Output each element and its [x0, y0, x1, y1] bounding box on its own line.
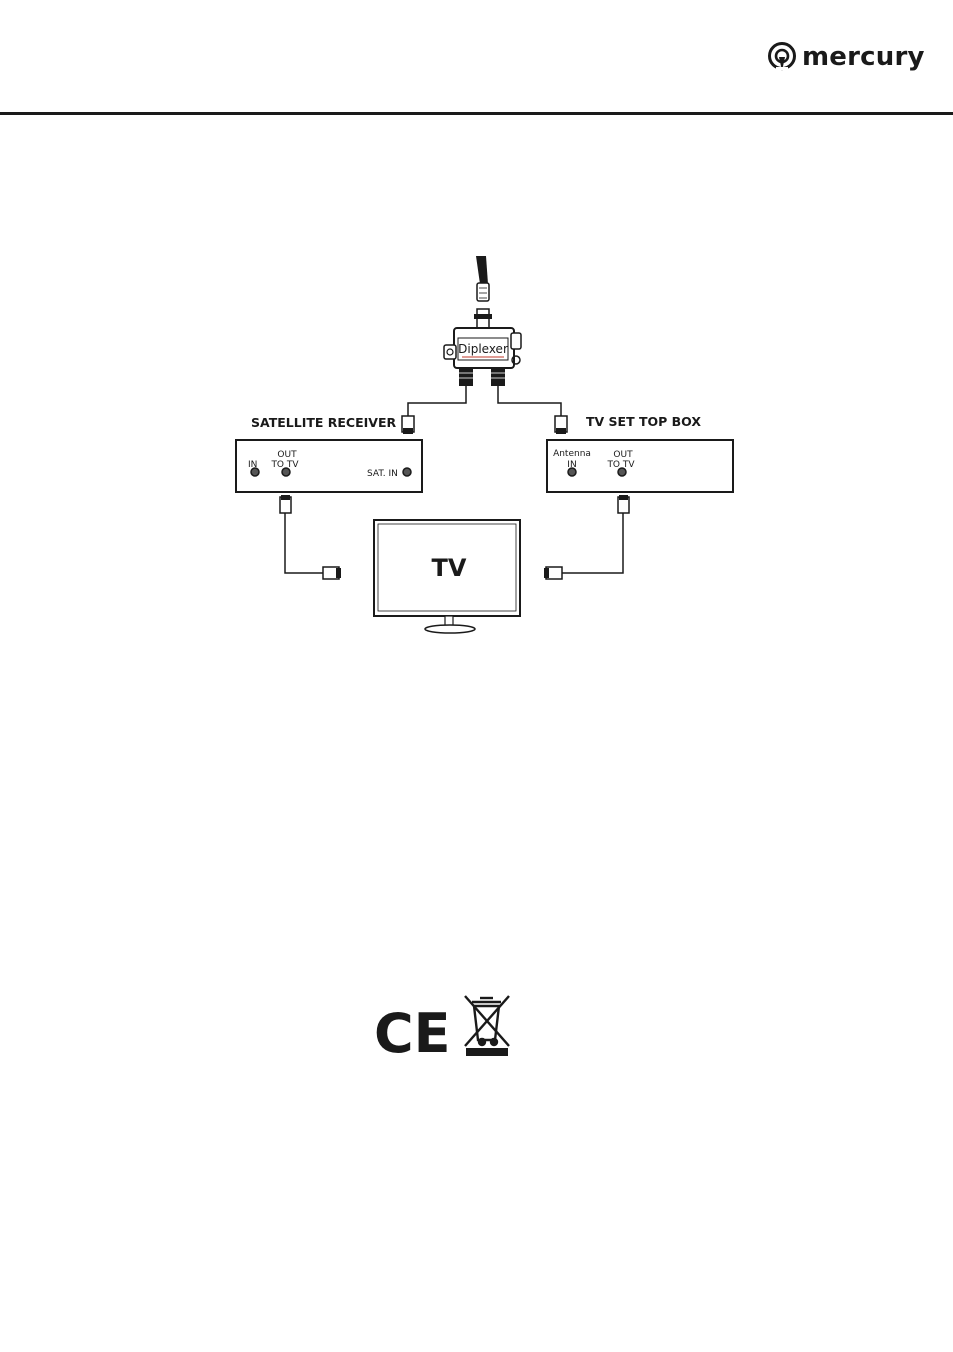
television: TV [374, 520, 520, 633]
crossed-out-wheelie-bin-icon [465, 996, 509, 1056]
settop-port-antenna-in [568, 468, 576, 476]
antenna-cable [476, 256, 489, 301]
settop-port-out [618, 468, 626, 476]
satellite-port-out-label-1: OUT [277, 450, 297, 460]
ce-mark-text: CE [374, 1002, 451, 1062]
satellite-receiver-box: IN OUT TO TV SAT. IN [236, 440, 422, 492]
diplexer: Diplexer [444, 309, 521, 386]
ce-mark: CE [374, 1002, 451, 1062]
satellite-receiver-title: SATELLITE RECEIVER [251, 415, 397, 430]
diplexer-label: Diplexer [458, 342, 508, 356]
settop-port-antenna-label-1: Antenna [553, 449, 591, 459]
settop-to-tv-cable [544, 495, 629, 579]
satellite-input-plug [402, 416, 414, 434]
satellite-port-sat-in [403, 468, 411, 476]
settop-box-title: TV SET TOP BOX [586, 414, 701, 429]
settop-box: Antenna IN OUT TO TV [547, 440, 733, 492]
satellite-port-out [282, 468, 290, 476]
satellite-port-sat-in-label: SAT. IN [367, 469, 398, 479]
diplexer-output-cables [408, 386, 561, 418]
satellite-port-in [251, 468, 259, 476]
satellite-to-tv-cable [280, 495, 341, 579]
tv-label: TV [432, 554, 467, 582]
settop-port-out-label-1: OUT [613, 450, 633, 460]
certification-marks: CE [374, 992, 524, 1062]
settop-input-plug [555, 416, 567, 434]
